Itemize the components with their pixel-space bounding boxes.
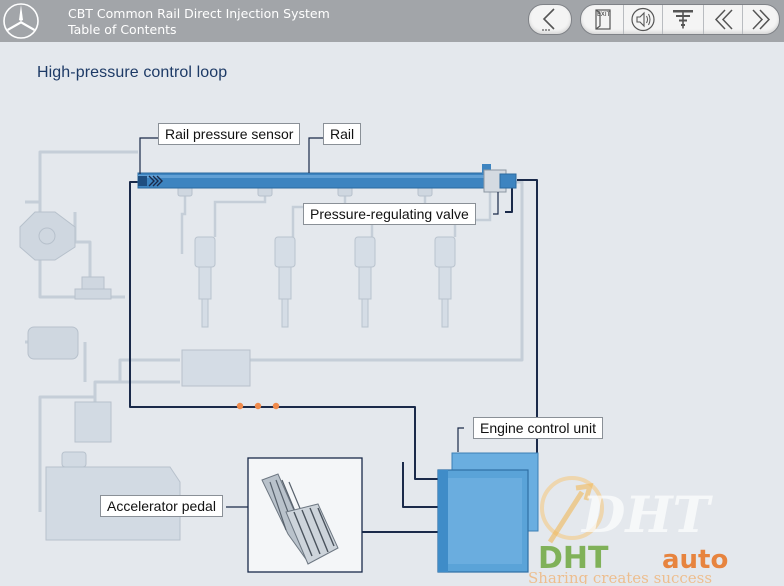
fuel-cooler <box>181 349 251 387</box>
metering-unit <box>74 276 112 300</box>
back-button-group <box>528 4 572 35</box>
back-button[interactable] <box>529 5 571 34</box>
fuel-filter <box>27 326 79 360</box>
rail-assembly <box>137 164 517 193</box>
separator <box>742 5 743 34</box>
rail-pressure-sensor-icon <box>138 175 163 187</box>
rail-label[interactable]: Rail <box>323 123 362 145</box>
pressure-regulating-valve-label[interactable]: Pressure-regulating valve <box>303 203 476 225</box>
table-of-contents-link[interactable]: Table of Contents <box>68 22 177 37</box>
menu-tree-icon <box>673 10 693 29</box>
window-title: CBT Common Rail Direct Injection System <box>68 6 330 21</box>
signal-indicator-dots <box>236 402 280 410</box>
injector-2 <box>274 236 296 328</box>
injector-3 <box>354 236 376 328</box>
content-area: High-pressure control loop <box>0 42 784 586</box>
injector-4 <box>434 236 456 328</box>
high-pressure-pump <box>19 211 76 261</box>
exit-button[interactable]: EXIT <box>581 5 623 34</box>
mercedes-star-logo-icon <box>2 2 40 40</box>
high-pressure-control-loop-diagram <box>19 137 539 573</box>
toolbar-button-group: EXIT <box>580 4 780 35</box>
next-page-button[interactable] <box>743 5 779 34</box>
exit-label: EXIT <box>597 11 611 18</box>
accelerator-pedal-label[interactable]: Accelerator pedal <box>100 495 223 517</box>
rail-pressure-sensor-label[interactable]: Rail pressure sensor <box>158 123 301 145</box>
double-chevron-right-icon <box>752 9 771 30</box>
header-bar: CBT Common Rail Direct Injection System … <box>0 0 784 42</box>
separator <box>703 5 704 34</box>
accelerator-pedal-graphic <box>247 457 363 573</box>
speaker-icon <box>631 7 655 32</box>
separator <box>662 5 663 34</box>
fuel-tank <box>45 401 181 541</box>
previous-page-button[interactable] <box>704 5 742 34</box>
injector-1 <box>194 236 216 328</box>
callout-leaders <box>139 137 499 508</box>
engine-control-unit-graphic <box>437 452 539 573</box>
menu-button[interactable] <box>663 5 703 34</box>
injectors <box>194 236 456 328</box>
chevron-left-icon <box>542 8 555 31</box>
sound-button[interactable] <box>624 5 662 34</box>
separator <box>623 5 624 34</box>
signal-lines <box>129 179 538 533</box>
double-chevron-left-icon <box>714 9 733 30</box>
page-title: High-pressure control loop <box>37 64 228 81</box>
exit-icon <box>595 9 611 30</box>
engine-control-unit-label[interactable]: Engine control unit <box>473 417 603 439</box>
